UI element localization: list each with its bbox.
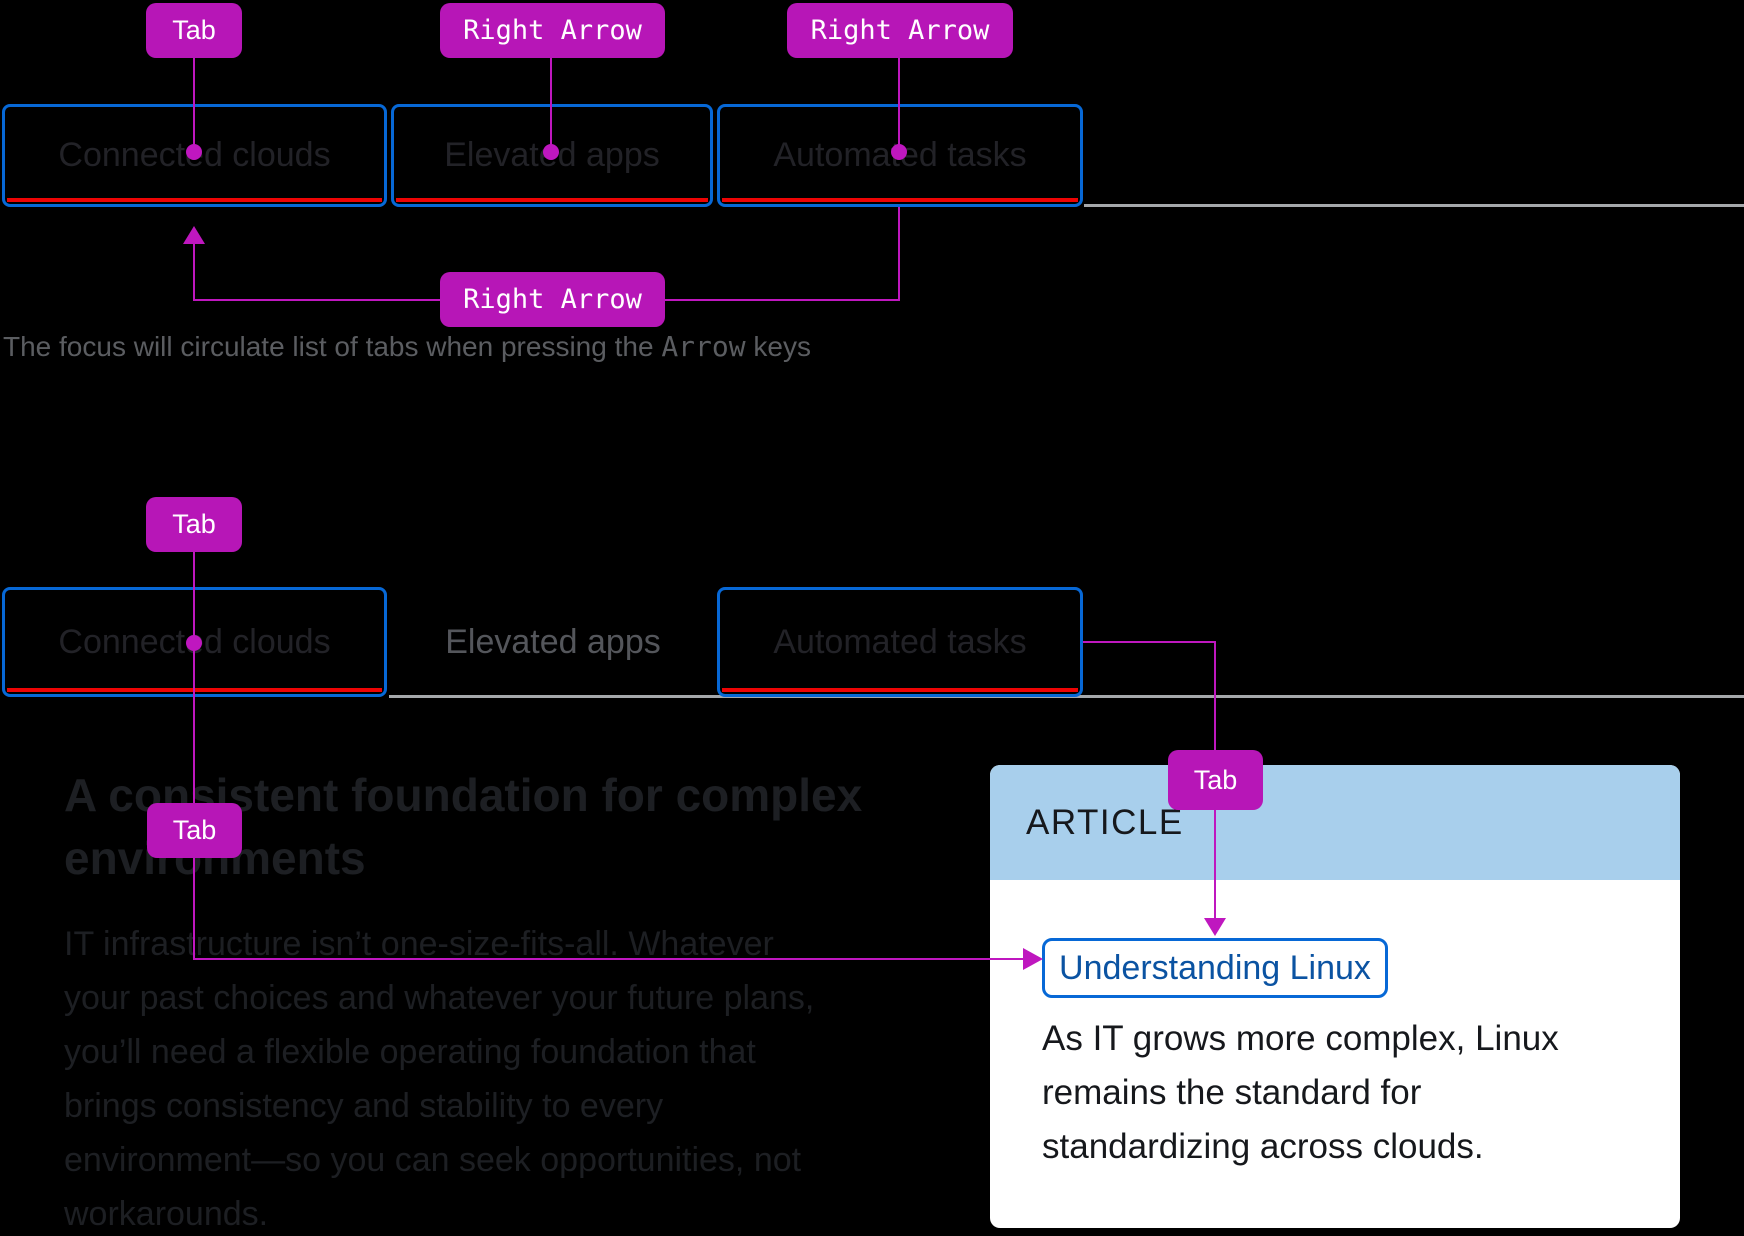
understanding-linux-link[interactable]: Understanding Linux <box>1042 938 1388 998</box>
article-card-header: ARTICLE <box>990 765 1680 880</box>
tab-active-underline <box>7 198 382 202</box>
connector-line <box>550 58 552 152</box>
focus-dot <box>543 144 559 160</box>
tab-elevated-apps[interactable]: Elevated apps <box>389 587 717 697</box>
arrow-up-icon <box>183 226 205 244</box>
arrow-right-icon <box>1023 948 1043 970</box>
key-badge-right-arrow: Right Arrow <box>787 3 1013 58</box>
focus-dot <box>891 144 907 160</box>
connector-line <box>1083 641 1216 643</box>
connector-line <box>193 244 195 301</box>
link-label: Understanding Linux <box>1059 948 1371 987</box>
page-heading: A consistent foundation for complex envi… <box>64 769 863 884</box>
key-badge-right-arrow: Right Arrow <box>440 272 665 327</box>
arrow-down-icon <box>1204 918 1226 936</box>
tab-label: Elevated apps <box>445 622 661 661</box>
article-eyebrow: ARTICLE <box>1026 802 1184 842</box>
connector-line <box>194 299 440 301</box>
key-badge-right-arrow: Right Arrow <box>440 3 665 58</box>
caption-text: keys <box>745 331 811 362</box>
connector-line <box>665 299 899 301</box>
focus-dot <box>186 144 202 160</box>
caption-mono-text: Arrow <box>661 330 746 363</box>
key-badge-tab: Tab <box>146 497 242 552</box>
diagram-caption: The focus will circulate list of tabs wh… <box>3 330 811 363</box>
article-card: ARTICLE Understanding Linux As IT grows … <box>990 765 1680 1228</box>
focus-dot <box>186 635 202 651</box>
tabbar-rule <box>1084 204 1744 207</box>
tab-active-underline <box>722 198 1078 202</box>
key-badge-tab: Tab <box>1168 750 1263 810</box>
connector-line <box>193 958 1023 960</box>
connector-line <box>193 58 195 152</box>
key-badge-tab: Tab <box>147 803 242 858</box>
tab-active-underline <box>722 688 1078 692</box>
tab-automated-tasks[interactable]: Automated tasks <box>717 104 1083 207</box>
page-paragraph: IT infrastructure isn’t one-size-fits-al… <box>64 925 815 1233</box>
connector-line <box>898 207 900 301</box>
tab-automated-tasks[interactable]: Automated tasks <box>717 587 1083 697</box>
article-card-body: As IT grows more complex, Linux remains … <box>1042 1019 1559 1166</box>
tab-active-underline <box>396 198 708 202</box>
key-badge-tab: Tab <box>146 3 242 58</box>
tab-label: Automated tasks <box>773 622 1027 661</box>
connector-line <box>898 58 900 152</box>
connector-line <box>193 552 195 960</box>
caption-text: The focus will circulate list of tabs wh… <box>3 331 662 362</box>
